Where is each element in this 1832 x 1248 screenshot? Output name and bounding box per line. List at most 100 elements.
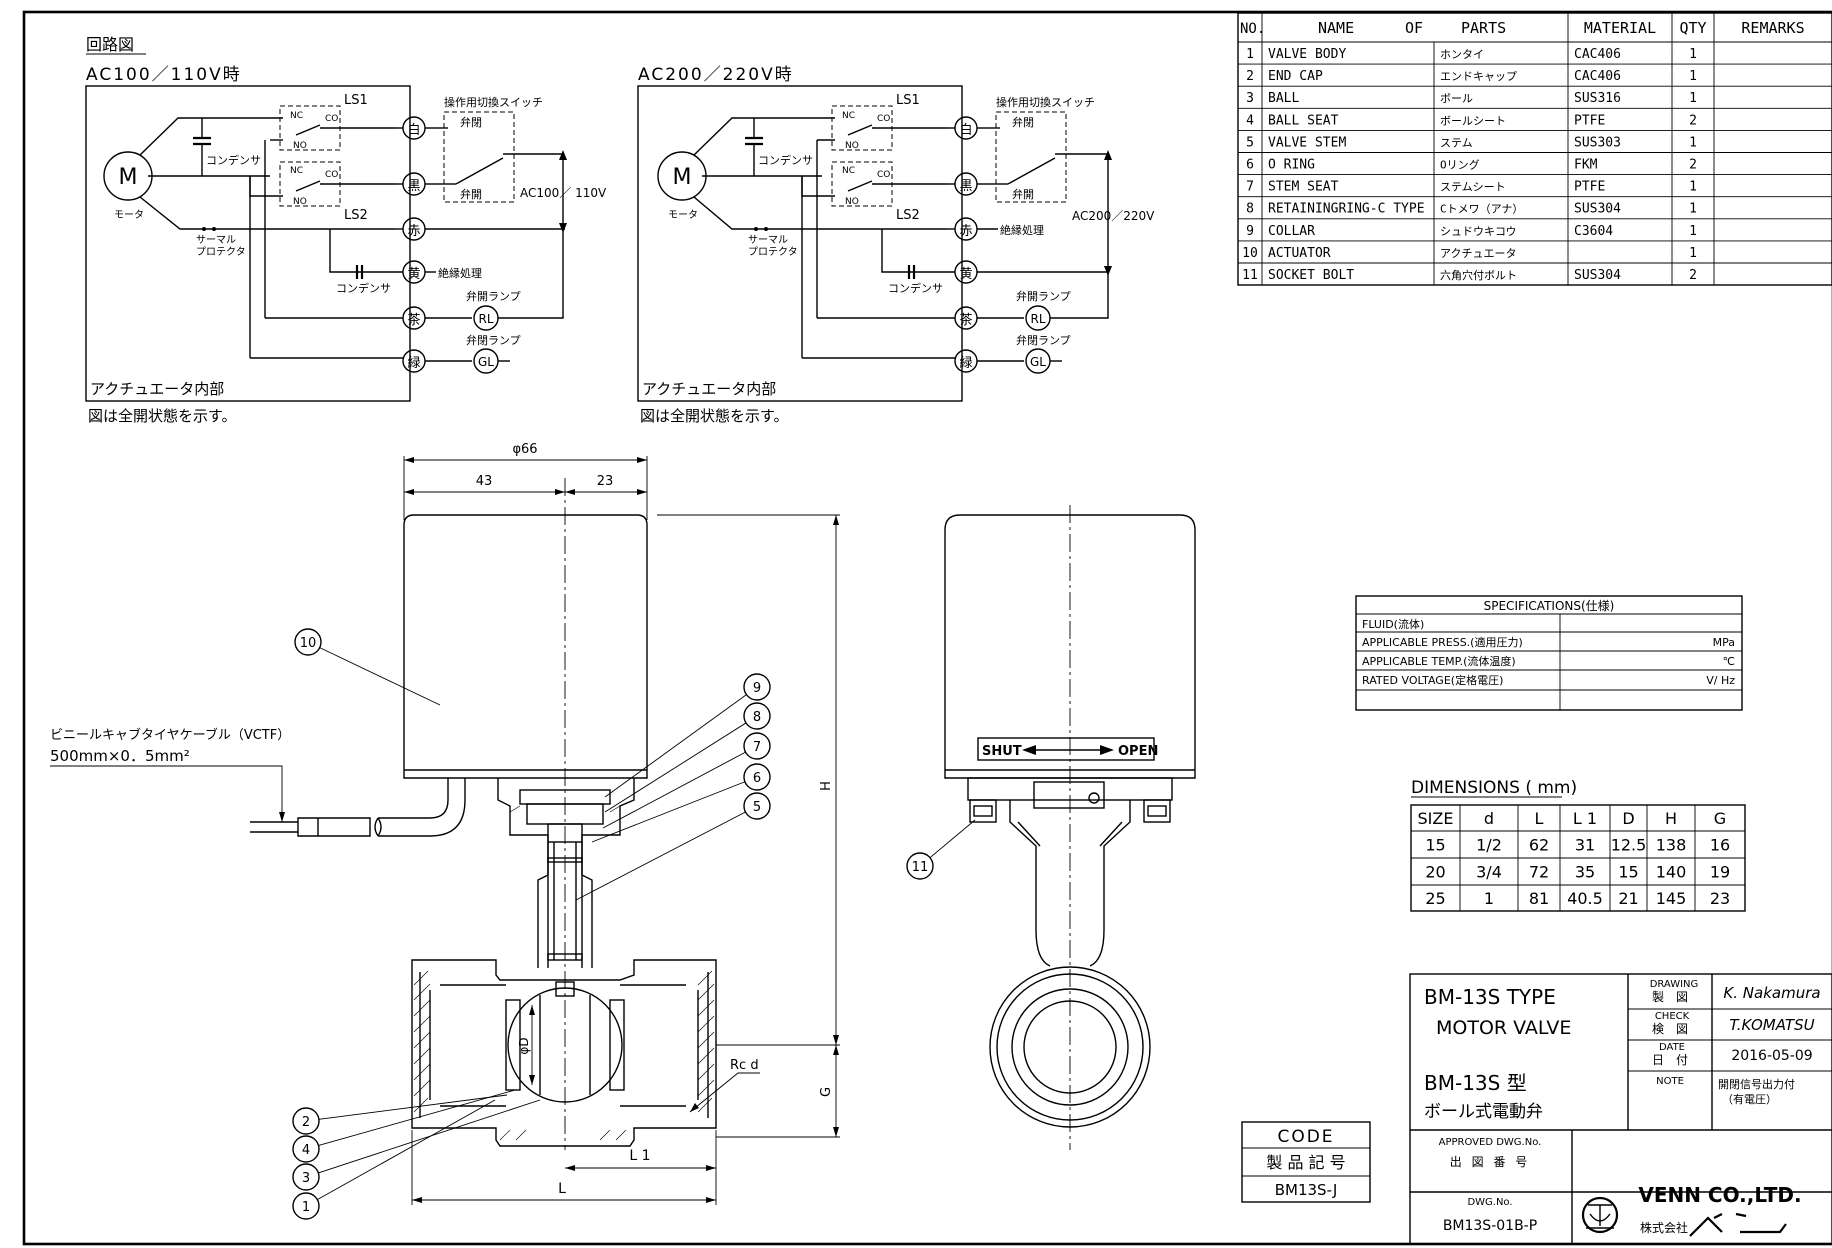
- switch-open-label-left: 弁開: [460, 187, 482, 201]
- dim-43: 43: [476, 474, 493, 489]
- parts-cell: SOCKET BOLT: [1268, 268, 1354, 283]
- parts-cell: 2: [1689, 113, 1697, 128]
- nc-label-2-right: NC: [842, 166, 855, 176]
- lamp-open-label-left: 弁開ランプ: [466, 289, 521, 303]
- note-value-1: 開閉信号出力付: [1718, 1077, 1795, 1091]
- approved-jp: 出 図 番 号: [1450, 1155, 1530, 1169]
- balloon-number: 8: [753, 710, 761, 725]
- ball: [507, 987, 623, 1103]
- parts-cell: RETAININGRING-C TYPE: [1268, 202, 1425, 217]
- note-label: NOTE: [1656, 1076, 1684, 1087]
- specs-table: SPECIFICATIONS(仕様) FLUID(流体) APPLICABLE P…: [1355, 595, 1743, 711]
- terminals-right: 白 黒 赤 黄 茶 緑: [954, 116, 978, 373]
- parts-header-name: NAME: [1318, 19, 1354, 37]
- parts-cell: FKM: [1574, 158, 1598, 173]
- valve-front-section-view: φ66 43 23: [50, 442, 840, 1205]
- check-value: T.KOMATSU: [1729, 1016, 1814, 1034]
- terminal-white-left: 白: [407, 122, 420, 138]
- balloon-10: [294, 628, 322, 656]
- parts-cell: 2: [1689, 268, 1697, 283]
- terminal-red-right: 赤: [959, 224, 972, 239]
- note-value-2: （有電圧）: [1722, 1092, 1777, 1106]
- balloon-number: 5: [753, 800, 761, 815]
- parts-cell: BALL: [1268, 91, 1299, 106]
- terminal-green-left: 緑: [407, 356, 420, 371]
- cable: [378, 778, 466, 837]
- balloon-8: [743, 702, 771, 730]
- parts-cell: C3604: [1574, 224, 1613, 239]
- voltage-right: AC200／220V: [1072, 209, 1155, 223]
- dims-header-cell: d: [1484, 809, 1494, 828]
- dims-cell: 25: [1425, 889, 1445, 908]
- spec-label: FLUID(流体): [1362, 617, 1424, 631]
- dims-cell: 1/2: [1476, 836, 1502, 855]
- balloon-number: 7: [753, 740, 761, 755]
- parts-header-material: MATERIAL: [1584, 19, 1656, 37]
- parts-cell: 1: [1689, 180, 1697, 195]
- valve-body-outline: [411, 959, 717, 1147]
- dims-cell: 145: [1656, 889, 1687, 908]
- dims-cell: 19: [1710, 863, 1730, 882]
- sheet-border: [22, 10, 1832, 1246]
- terminal-red-left: 赤: [407, 224, 420, 239]
- actuator-side-body: [944, 514, 1196, 779]
- specs-title: SPECIFICATIONS(仕様): [1484, 599, 1615, 613]
- parts-cell: 六角穴付ボルト: [1440, 268, 1517, 282]
- switch-open-label-right: 弁開: [1012, 187, 1034, 201]
- inside-label-left: アクチュエータ内部: [90, 380, 224, 398]
- parts-cell: 1: [1689, 135, 1697, 150]
- parts-cell: 11: [1242, 268, 1258, 283]
- check-label-en: CHECK: [1655, 1011, 1690, 1022]
- parts-header-qty: QTY: [1679, 19, 1706, 37]
- capacitor-label-left: コンデンサ: [206, 153, 261, 167]
- shut-label: SHUT: [982, 744, 1022, 759]
- code-value: BM13S-J: [1275, 1181, 1338, 1199]
- title-type-en: BM-13S TYPE: [1424, 985, 1556, 1009]
- dims-cell: 23: [1710, 889, 1730, 908]
- switch-label-right: 操作用切換スイッチ: [996, 95, 1095, 109]
- parts-cell: ステム: [1440, 136, 1473, 149]
- lamp-gl-left: GL: [478, 355, 494, 369]
- company-mark: [1689, 1212, 1787, 1237]
- terminal-brown-left: 茶: [407, 312, 420, 328]
- terminals-left: 白 黒 赤 黄 茶 緑: [402, 116, 426, 373]
- terminal-black-right: 黒: [959, 179, 972, 194]
- parts-cell: SUS304: [1574, 202, 1621, 217]
- terminal-white-right: 白: [959, 122, 972, 138]
- insulation-label-left: 絶縁処理: [438, 266, 482, 280]
- dims-cell: 12.5: [1611, 836, 1647, 855]
- balloon-3: [292, 1163, 320, 1191]
- title-name-en: MOTOR VALVE: [1436, 1017, 1571, 1039]
- dwg-label: DWG.No.: [1467, 1197, 1512, 1208]
- parts-header-parts: PARTS: [1461, 19, 1506, 37]
- co-label-2-right: CO: [877, 170, 890, 180]
- drawing-label-en: DRAWING: [1650, 979, 1699, 990]
- terminal-green-right: 緑: [959, 356, 972, 371]
- thermal-label-2-right: プロテクタ: [748, 246, 798, 258]
- terminal-yellow-left: 黄: [407, 267, 420, 282]
- spec-label: APPLICABLE PRESS.(適用圧力): [1362, 635, 1523, 649]
- title-name-jp: ボール式電動弁: [1424, 1102, 1543, 1122]
- parts-cell: ACTUATOR: [1268, 246, 1331, 261]
- dims-cell: 35: [1575, 863, 1595, 882]
- ls2-label-right: LS2: [896, 208, 920, 223]
- note-left: 図は全開状態を示す。: [88, 407, 237, 425]
- open-label: OPEN: [1118, 744, 1158, 759]
- parts-cell: ホンタイ: [1440, 48, 1484, 61]
- no-label-1-right: NO: [845, 141, 859, 151]
- balloon-number: 1: [302, 1200, 310, 1215]
- parts-cell: PTFE: [1574, 113, 1605, 128]
- dim-phiD: φD: [517, 1037, 531, 1054]
- nc-label-1-left: NC: [290, 111, 303, 121]
- body-side-outer: [989, 966, 1151, 1128]
- dim-H: H: [819, 781, 834, 791]
- drawing-value: K. Nakamura: [1723, 984, 1820, 1002]
- cable-label-2: 500mm×0．5mm²: [50, 747, 190, 765]
- actuator-body: [403, 514, 648, 779]
- switch-label-left: 操作用切換スイッチ: [444, 95, 543, 109]
- terminal-black-left: 黒: [407, 179, 420, 194]
- company-en: VENN CO.,LTD.: [1638, 1183, 1801, 1207]
- parts-cell: ボールシート: [1440, 114, 1506, 127]
